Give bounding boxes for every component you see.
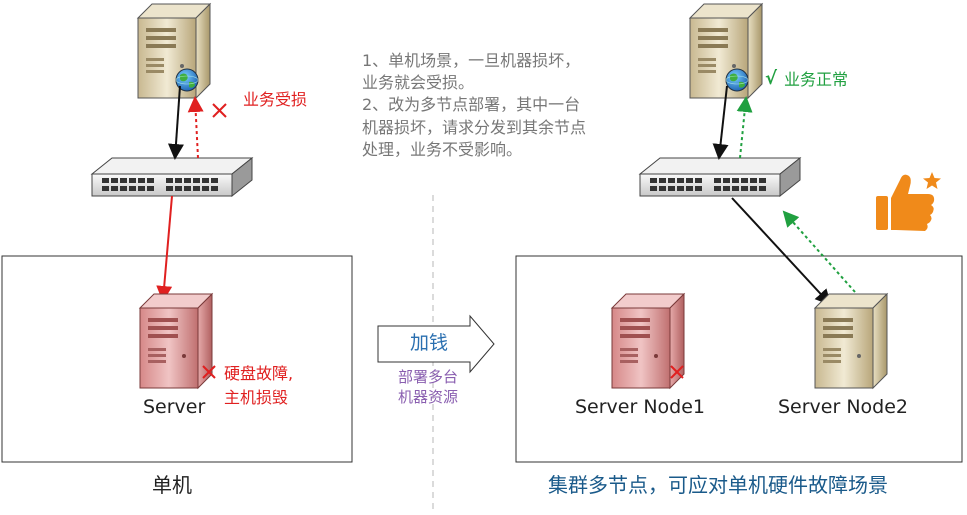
note-line-3: 2、改为多节点部署，其中一台 [362,95,581,114]
left-caption: 单机 [152,473,192,497]
left-fault-line-2: 主机损毁 [224,388,289,407]
left-switch-icon [91,157,253,197]
middle-sub-line-1: 部署多台 [398,368,459,386]
left-status-x-icon [212,103,227,118]
note-line-5: 处理，业务不受影响。 [362,140,523,159]
left-faulty-server-icon [139,293,213,389]
right-request-arrow [712,85,729,160]
right-box [515,255,963,463]
left-server-label: Server [143,396,206,418]
node1-faulty-server-icon [611,293,685,389]
left-request-arrow [167,85,184,160]
note-line-4: 机器损坏，请求分发到其余节点 [362,118,587,137]
left-fault-line-1: 硬盘故障, [224,364,294,383]
right-status-label: 业务正常 [784,70,849,89]
left-fault-x-icon [202,365,216,379]
node2-label: Server Node2 [778,396,909,418]
right-switch-icon [639,157,801,197]
right-caption: 集群多节点，可应对单机硬件故障场景 [548,473,888,497]
right-forward-arrow [731,197,832,306]
right-top-server-icon [689,3,763,99]
left-forward-arrow [156,195,173,302]
note-line-1: 1、单机场景，一旦机器损坏， [362,51,581,70]
node1-label: Server Node1 [575,396,706,418]
middle-sub-line-2: 机器资源 [398,388,459,406]
node1-fault-x-icon [670,365,684,379]
thumbs-up-icon [876,172,941,231]
add-money-arrow [377,314,495,374]
note-line-2: 业务就会受损。 [362,73,475,92]
left-response-arrow [187,96,204,159]
arrow-label: 加钱 [410,332,449,354]
check-mark-icon: √ [765,68,778,89]
node2-server-icon [814,293,888,389]
right-response-arrow [736,96,753,159]
left-status-label: 业务受损 [243,90,308,109]
left-top-server-icon [137,3,211,99]
right-globe-icon [725,68,749,92]
